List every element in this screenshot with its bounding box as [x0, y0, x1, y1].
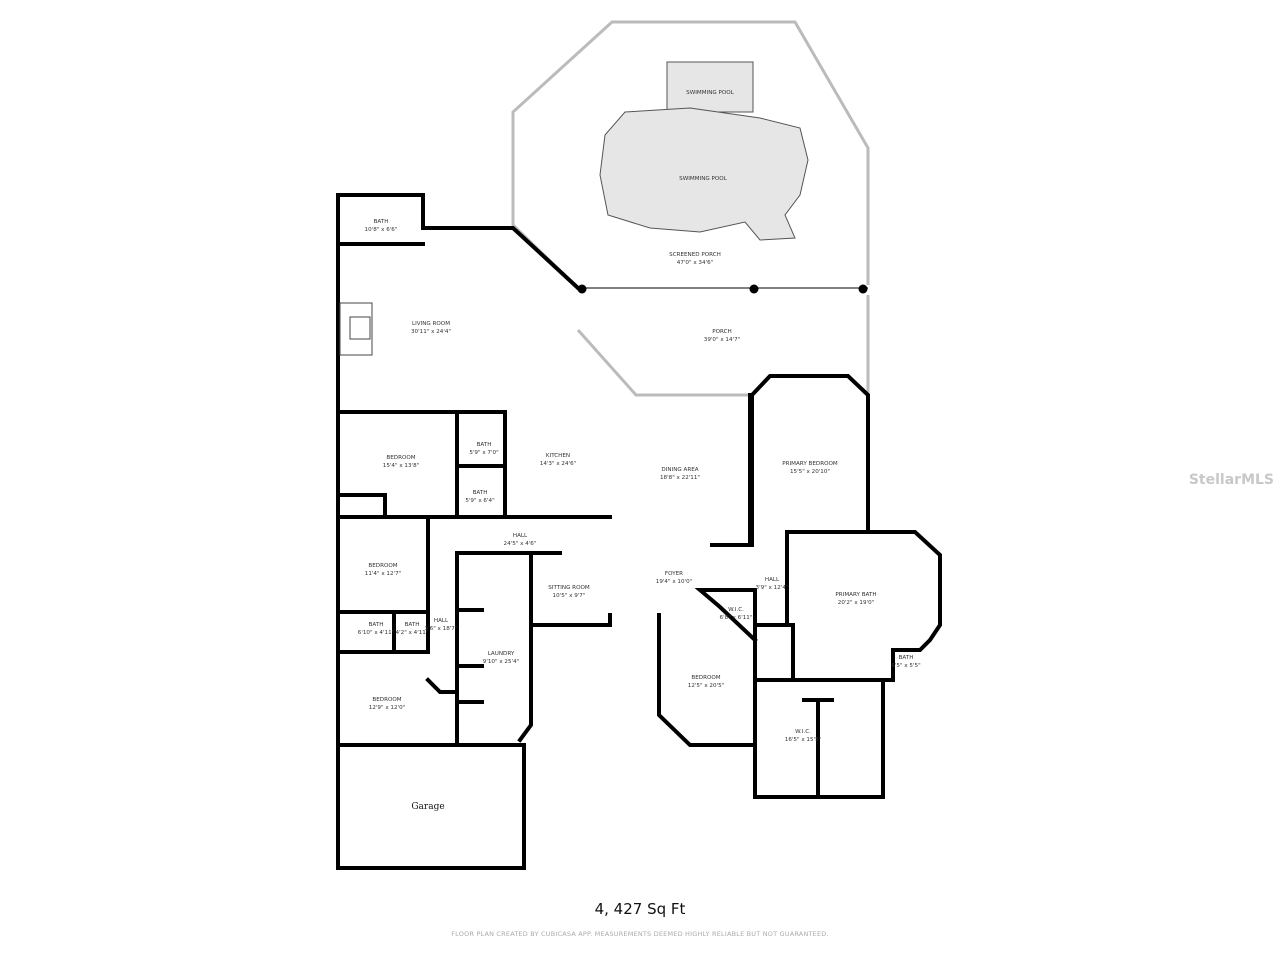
room-label: PRIMARY BEDROOM	[782, 461, 838, 467]
watermark: StellarMLS	[1188, 472, 1274, 488]
room-dimension: 3'9" x 12'4"	[756, 585, 789, 591]
room-label: BATH	[473, 490, 488, 496]
room-dimension: 18'8" x 22'11"	[660, 475, 700, 481]
room-label: SWIMMING POOL	[686, 90, 735, 96]
room-dimension: 10'5" x 9'7"	[553, 593, 586, 599]
room-label: SWIMMING POOL	[679, 176, 728, 182]
room-dimension: 19'4" x 10'0"	[656, 579, 693, 585]
room-label: KITCHEN	[546, 453, 570, 459]
room-dimension: 16'5" x 15'5"	[785, 737, 822, 743]
room-dimension: 12'5" x 20'5"	[688, 683, 725, 689]
room-label: BEDROOM	[386, 455, 415, 461]
pool-small-shape	[666, 61, 754, 113]
room-dimension: 9'10" x 25'4"	[483, 659, 520, 665]
room-label: HALL	[765, 577, 780, 583]
room-label: FOYER	[665, 571, 683, 577]
room-dimension: 10'8" x 6'6"	[365, 227, 398, 233]
room-label: HALL	[513, 533, 528, 539]
total-area: 4, 427 Sq Ft	[594, 900, 686, 918]
screened-porch-outline	[511, 20, 870, 290]
room-dimension: 5'9" x 7'0"	[469, 450, 499, 456]
room-dimension: 15'5" x 20'10"	[790, 469, 830, 475]
room-dimension: 6'10" x 4'11"	[358, 630, 395, 636]
room-dimension: 14'3" x 24'6"	[540, 461, 577, 467]
room-label: BEDROOM	[372, 697, 401, 703]
room-label: BEDROOM	[691, 675, 720, 681]
room-label-garage: Garage	[411, 802, 444, 812]
house-walls	[336, 193, 942, 870]
room-dimension: 12'9" x 12'0"	[369, 705, 406, 711]
porch-wall	[576, 329, 750, 397]
room-label: LIVING ROOM	[412, 321, 450, 327]
pool-shape	[599, 107, 809, 241]
room-label: DINING AREA	[661, 467, 698, 473]
room-label: BATH	[405, 622, 420, 628]
room-dimension: 15'4" x 13'8"	[383, 463, 420, 469]
room-label: BEDROOM	[368, 563, 397, 569]
room-label: BATH	[369, 622, 384, 628]
room-label: PORCH	[712, 329, 732, 335]
room-dimension: 4'2" x 4'11"	[396, 630, 429, 636]
room-dimension: 47'0" x 34'6"	[677, 260, 714, 266]
porch-posts	[577, 284, 868, 294]
room-dimension: 3'6" x 18'7"	[425, 626, 458, 632]
room-dimension: 6'5" x 5'5"	[891, 663, 921, 669]
room-label: BATH	[899, 655, 914, 661]
room-label: W.I.C.	[728, 607, 744, 613]
room-label: SCREENED PORCH	[669, 252, 721, 258]
room-dimension: 20'2" x 19'0"	[838, 600, 875, 606]
room-label: SITTING ROOM	[548, 585, 590, 591]
room-label: BATH	[374, 219, 389, 225]
room-dimension: 11'4" x 12'7"	[365, 571, 402, 577]
room-label: LAUNDRY	[488, 651, 515, 657]
room-label: W.I.C.	[795, 729, 811, 735]
room-label: PRIMARY BATH	[835, 592, 876, 598]
room-dimension: 5'9" x 6'4"	[465, 498, 495, 504]
room-dimension: 39'0" x 14'7"	[704, 337, 741, 343]
room-dimension: 6'8" x 6'11"	[720, 615, 753, 621]
room-dimension: 30'11" x 24'4"	[411, 329, 451, 335]
room-label: HALL	[434, 618, 449, 624]
room-label: BATH	[477, 442, 492, 448]
room-dimension: 24'5" x 4'6"	[504, 541, 537, 547]
disclaimer: FLOOR PLAN CREATED BY CUBICASA APP. MEAS…	[451, 930, 829, 938]
